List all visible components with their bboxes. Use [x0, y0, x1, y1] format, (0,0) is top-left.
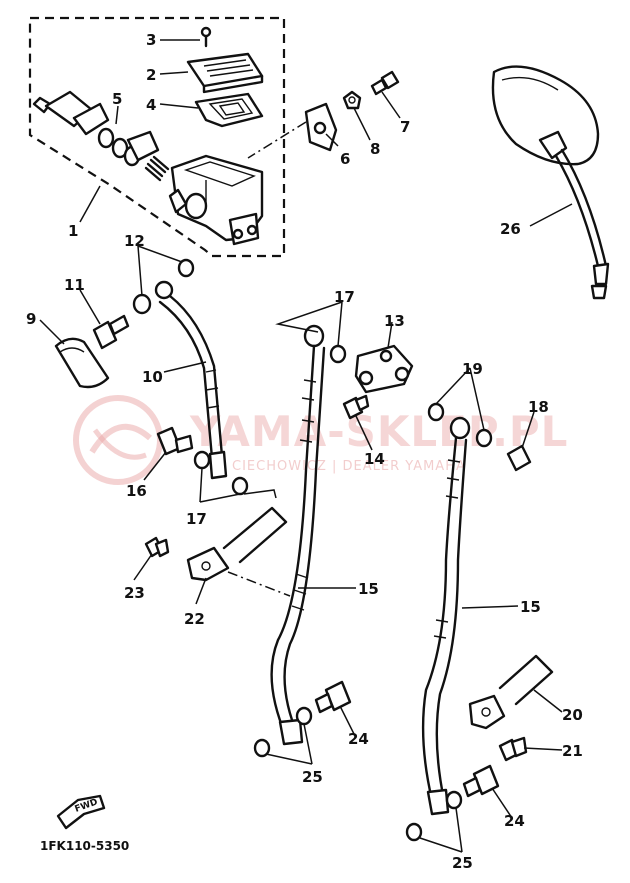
part-8-nut	[342, 90, 362, 110]
callout-17-upper: 17	[334, 288, 355, 306]
callout-15-right: 15	[520, 598, 541, 616]
part-4-diaphragm	[194, 92, 264, 128]
callout-25-right: 25	[452, 854, 473, 872]
leader-lines	[39, 39, 573, 853]
part-15-brake-hose-right	[421, 416, 471, 816]
callout-16: 16	[126, 482, 147, 500]
watermark-logo	[73, 395, 163, 485]
part-16-union-bolt	[156, 426, 194, 456]
part-22-hose-guide	[186, 506, 291, 597]
callout-8: 8	[370, 140, 380, 158]
callout-15-left: 15	[358, 580, 379, 598]
part-1-master-cylinder-body	[168, 154, 264, 246]
callout-2: 2	[146, 66, 156, 84]
callout-12: 12	[124, 232, 145, 250]
callout-3: 3	[146, 31, 156, 49]
callout-26: 26	[500, 220, 521, 238]
watermark-brand: YAMA-SKLEP.PL	[189, 407, 568, 456]
forward-arrow-badge: FWD	[56, 794, 106, 830]
part-13-joint	[354, 344, 414, 394]
watermark-tagline: CIECHOWICZ | DEALER YAMAHA	[232, 459, 466, 474]
part-10-brake-hose	[132, 280, 228, 480]
part-3-screw	[200, 26, 212, 48]
part-12-washer	[177, 258, 195, 278]
part-25-washers	[253, 706, 463, 842]
part-23-bolt	[144, 536, 170, 558]
callout-14: 14	[364, 450, 385, 468]
callout-23: 23	[124, 584, 145, 602]
callout-1: 1	[68, 222, 78, 240]
callout-19: 19	[462, 360, 483, 378]
callout-5: 5	[112, 90, 122, 108]
callout-labels: 3 2 4 5 6 7 8 1 12 11 9 10 17 13 14 19 1…	[26, 31, 583, 872]
callout-24-right: 24	[504, 812, 525, 830]
callout-22: 22	[184, 610, 205, 628]
part-7-bolt	[370, 70, 400, 96]
part-15-brake-hose-left	[270, 324, 326, 746]
part-9-cover	[54, 337, 110, 389]
part-14-bolt	[342, 394, 370, 420]
assembly-outline	[28, 16, 286, 258]
part-2-reservoir-cap	[186, 52, 264, 94]
drawing-code: 1FK110-5350	[40, 839, 129, 853]
callout-13: 13	[384, 312, 405, 330]
part-5-piston-kit	[32, 90, 170, 182]
callout-11: 11	[64, 276, 85, 294]
part-11-union-bolt	[92, 314, 130, 350]
callout-17-lower: 17	[186, 510, 207, 528]
callout-10: 10	[142, 368, 163, 386]
part-6-holder	[247, 102, 338, 159]
callout-18: 18	[528, 398, 549, 416]
watermark: YAMA-SKLEP.PL CIECHOWICZ | DEALER YAMAHA	[73, 395, 568, 485]
part-24-union-bolts	[314, 680, 500, 798]
callout-20: 20	[562, 706, 583, 724]
callout-25-left: 25	[302, 768, 323, 786]
callout-24-left: 24	[348, 730, 369, 748]
callout-7: 7	[400, 118, 410, 136]
callout-21: 21	[562, 742, 583, 760]
part-18-cap	[506, 444, 532, 472]
callout-4: 4	[146, 96, 156, 114]
part-20-hose-guide	[468, 654, 554, 730]
part-26-mirror	[491, 65, 610, 300]
callout-9: 9	[26, 310, 36, 328]
part-21-bolt	[498, 736, 528, 762]
callout-6: 6	[340, 150, 350, 168]
